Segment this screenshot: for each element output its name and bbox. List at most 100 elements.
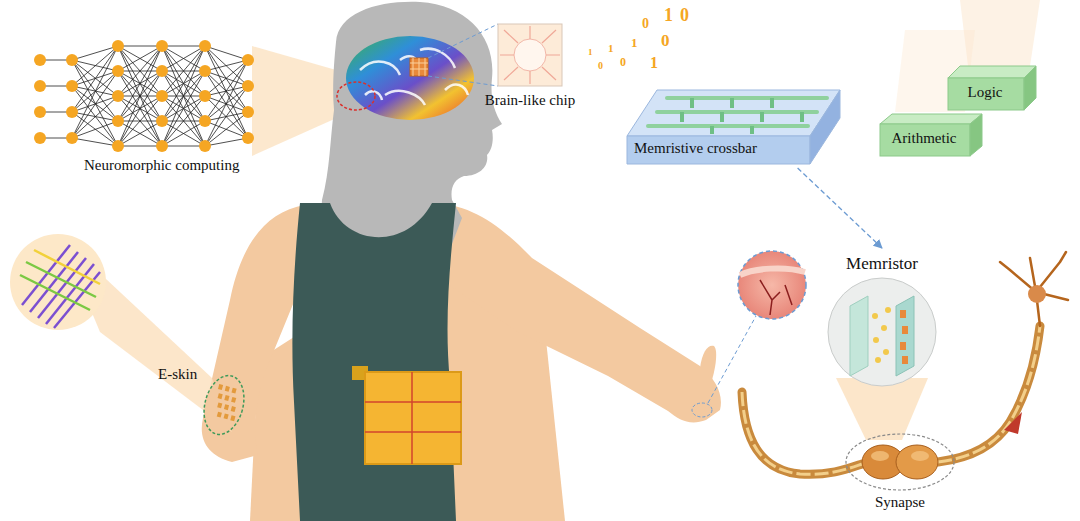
illustration-circle <box>873 337 879 343</box>
illustration-line <box>118 46 162 71</box>
illustration-circle <box>156 90 168 102</box>
illustration-line <box>118 146 162 147</box>
illustration-rect <box>217 412 222 418</box>
illustration-rect <box>218 393 223 399</box>
illustration-rect <box>410 58 428 76</box>
illustration-rect <box>498 24 562 86</box>
illustration-path <box>760 280 792 315</box>
illustration-circle <box>156 40 168 52</box>
illustration-line <box>205 71 248 138</box>
illustration-rect <box>760 112 764 122</box>
illustration-rect <box>680 112 684 122</box>
node-label: Synapse <box>875 494 925 511</box>
illustration-circle <box>66 106 78 118</box>
illustration-ellipse <box>337 82 375 110</box>
illustration-line <box>205 138 248 146</box>
illustration-rect <box>948 78 1024 110</box>
illustration-line <box>162 46 205 71</box>
illustration-g <box>872 307 891 363</box>
illustration-rect <box>230 415 235 421</box>
binary-digit: 1 <box>631 36 638 50</box>
memristor-callout: Memristor <box>820 248 944 388</box>
illustration-line <box>118 46 162 96</box>
illustration-line <box>118 121 162 146</box>
illustration-line <box>428 76 498 86</box>
illustration-circle <box>872 313 878 319</box>
illustration-line <box>118 46 162 121</box>
binary-digit: 0 <box>620 56 626 69</box>
illustration-circle <box>34 80 46 92</box>
illustration-line <box>205 46 248 60</box>
brain-like-chip: Brain-like chip <box>478 22 582 118</box>
illustration-path <box>410 58 428 76</box>
illustration-rect <box>730 98 734 108</box>
illustration-circle <box>10 234 106 330</box>
illustration-line <box>162 96 205 146</box>
illustration-line <box>118 46 162 121</box>
illustration-path <box>360 49 468 105</box>
illustration-line <box>20 275 90 310</box>
illustration-rect <box>231 388 236 394</box>
illustration-g <box>20 245 100 328</box>
illustration-path <box>430 203 721 422</box>
illustration-circle <box>66 132 78 144</box>
illustration-line <box>72 60 118 121</box>
binary-digit: 0 <box>598 60 603 71</box>
illustration-rect <box>902 356 908 364</box>
binary-digit: 1 <box>664 6 673 26</box>
figure-label: E-skin <box>158 366 197 383</box>
illustration-line <box>118 121 162 146</box>
dashed-connector <box>798 168 882 248</box>
illustration-line <box>26 262 96 297</box>
illustration-line <box>118 71 162 146</box>
illustration-circle <box>199 65 211 77</box>
illustration-circle <box>112 40 124 52</box>
illustration-circle <box>514 39 546 71</box>
illustration-circle <box>828 278 936 386</box>
illustration-rect <box>365 372 461 464</box>
illustration-polygon <box>970 114 982 156</box>
illustration-circle <box>112 90 124 102</box>
illustration-path <box>1000 252 1068 326</box>
illustration-line <box>118 46 162 71</box>
illustration-circle <box>242 54 254 66</box>
illustration-circle <box>112 65 124 77</box>
illustration-path <box>742 392 862 474</box>
illustration-line <box>162 71 205 146</box>
illustration-path <box>740 268 805 275</box>
illustration-line <box>162 46 205 146</box>
illustration-line <box>205 46 248 86</box>
node-label: Brain-like chip <box>485 92 575 109</box>
illustration-line <box>162 46 205 47</box>
logic-block: Logic <box>946 64 1038 112</box>
illustration-line <box>162 46 205 96</box>
node-label: Arithmetic <box>892 130 957 147</box>
illustration-line <box>205 60 248 121</box>
illustration-circle <box>156 140 168 152</box>
synapse-callout: Synapse <box>840 428 960 518</box>
illustration-line <box>162 46 205 146</box>
illustration-circle <box>66 54 78 66</box>
illustration-line <box>118 96 162 146</box>
illustration-rect <box>231 397 236 403</box>
illustration-ellipse <box>346 36 474 120</box>
illustration-line <box>72 46 118 138</box>
illustration-polygon <box>627 90 840 136</box>
illustration-line <box>46 264 94 324</box>
illustration-line <box>162 46 205 121</box>
illustration-circle <box>66 80 78 92</box>
illustration-circle <box>34 54 46 66</box>
illustration-g <box>900 310 908 364</box>
illustration-line <box>162 46 205 96</box>
illustration-polygon <box>880 114 982 124</box>
illustration-line <box>72 71 118 138</box>
illustration-ellipse <box>692 403 712 417</box>
illustration-line <box>72 46 118 60</box>
illustration-g <box>648 98 827 126</box>
node-label: Logic <box>968 84 1003 101</box>
illustration-line <box>708 316 756 403</box>
arithmetic-block: Arithmetic <box>878 112 984 158</box>
illustration-circle <box>199 115 211 127</box>
illustration-line <box>162 121 205 146</box>
illustration-line <box>118 96 162 146</box>
